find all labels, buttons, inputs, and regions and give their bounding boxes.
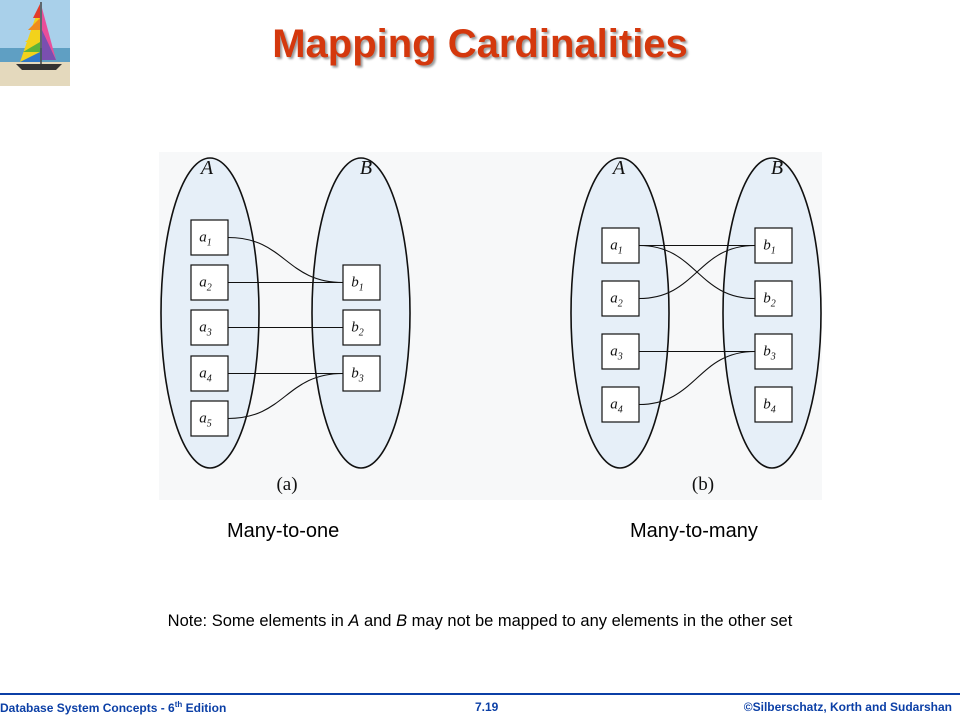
a-mapping-line-1	[227, 236, 344, 284]
b-set-b-label: B	[771, 157, 783, 179]
b-mapping-line-5	[638, 350, 756, 406]
b-element-box-a2	[601, 280, 640, 317]
a-element-box-a4	[190, 355, 229, 392]
note-suffix: may not be mapped to any elements in the…	[407, 612, 793, 630]
slide-title: Mapping Cardinalities	[272, 22, 688, 66]
footer-divider	[0, 693, 960, 695]
sailboat-logo-icon	[0, 0, 70, 86]
note-prefix: Note: Some elements in	[167, 612, 349, 630]
b-set-a-label: A	[611, 157, 626, 179]
footer-book-title: Database System Concepts - 6th Edition	[0, 700, 227, 715]
a-mapping-line-5	[227, 372, 344, 420]
b-element-box-b4	[754, 386, 793, 423]
note-set-b: B	[396, 612, 408, 630]
a-element-box-b3	[342, 355, 381, 392]
note-set-a: A	[348, 612, 360, 630]
b-element-box-b1	[754, 227, 793, 264]
footer-page-number: 7.19	[475, 700, 499, 714]
note-text: Note: Some elements in A and B may not b…	[0, 612, 960, 631]
a-element-box-a1	[190, 219, 229, 256]
footer-copyright: ©Silberschatz, Korth and Sudarshan	[743, 700, 952, 714]
caption-many-to-many: Many-to-many	[630, 520, 758, 542]
a-set-b-label: B	[360, 157, 372, 179]
a-element-box-a2	[190, 264, 229, 301]
b-element-box-a4	[601, 386, 640, 423]
b-mapping-line-3	[638, 244, 756, 300]
a-element-box-a5	[190, 400, 229, 437]
b-element-box-b3	[754, 333, 793, 370]
note-middle: and	[359, 612, 397, 630]
b-panel-label: (b)	[692, 474, 714, 495]
b-element-box-b2	[754, 280, 793, 317]
a-set-a-label: A	[199, 157, 214, 179]
b-element-box-a3	[601, 333, 640, 370]
a-element-box-a3	[190, 309, 229, 346]
a-element-box-b1	[342, 264, 381, 301]
caption-many-to-one: Many-to-one	[227, 520, 340, 542]
a-panel-label: (a)	[276, 474, 297, 495]
b-element-box-a1	[601, 227, 640, 264]
a-element-box-b2	[342, 309, 381, 346]
